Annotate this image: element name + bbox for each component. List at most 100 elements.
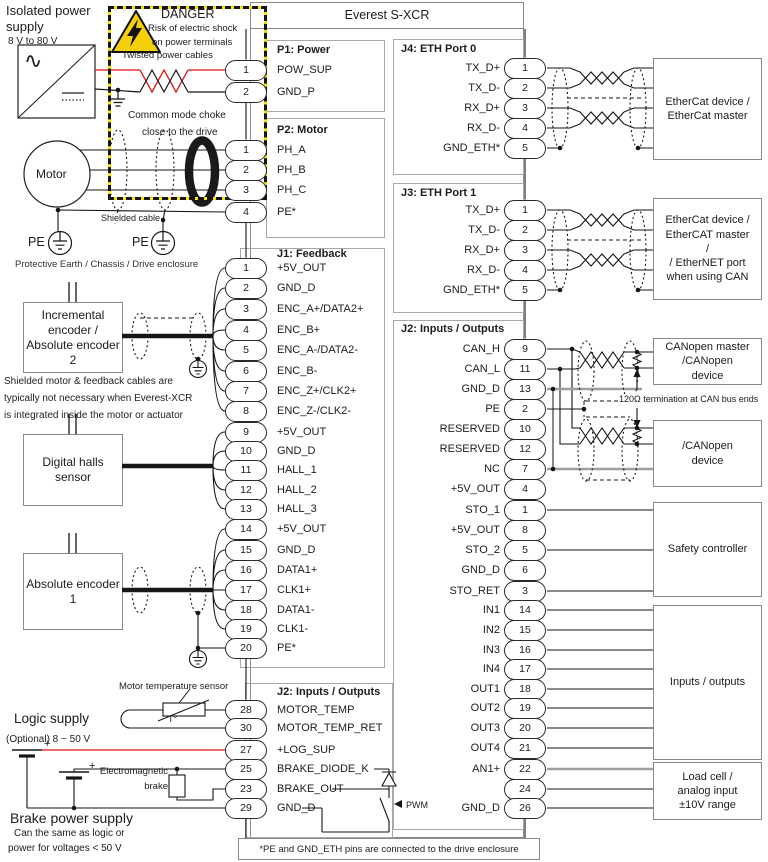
- header-j2-right: J2: Inputs / Outputs: [401, 323, 505, 335]
- absolute-encoder-box: Absolute encoder 1: [23, 553, 123, 630]
- pin-p1-1: 1: [225, 59, 267, 81]
- pin-j4-5: 5: [504, 137, 546, 159]
- pin-label-p1-2: GND_P: [277, 86, 315, 98]
- pin-j1-6: 6: [225, 360, 267, 382]
- danger-line2: on power terminals: [152, 37, 233, 48]
- pin-j2b-30: 30: [225, 717, 267, 739]
- pin-label-j2r-10: RESERVED: [439, 423, 500, 435]
- pin-label-j1-12: HALL_2: [277, 484, 317, 496]
- box-label-line: Safety controller: [667, 543, 748, 556]
- pin-j2r-17: 17: [504, 658, 546, 680]
- pin-label-j2b-29: GND_D: [277, 802, 316, 814]
- pin-j1-10: 10: [225, 440, 267, 462]
- pin-j4-4: 4: [504, 117, 546, 139]
- pin-j1-20: 20: [225, 637, 267, 659]
- pin-label-j2b-28: MOTOR_TEMP: [277, 704, 355, 716]
- pin-label-j3-5: GND_ETH*: [443, 284, 500, 296]
- pin-label-j1-3: ENC_A+/DATA2+: [277, 303, 364, 315]
- pin-p2-4: 4: [225, 201, 267, 223]
- shield-note-2: typically not necessary when Everest-XCR: [4, 393, 193, 404]
- pin-label-j1-20: PE*: [277, 642, 296, 654]
- pin-j2r-8: 8: [504, 519, 546, 541]
- pin-j1-14: 14: [225, 518, 267, 540]
- box-label-line: EtherCat device /: [665, 95, 750, 108]
- pin-label-j1-18: DATA1-: [277, 604, 315, 616]
- inputs-outputs-box: Inputs / outputs: [653, 605, 762, 760]
- can-termination-label: 120Ω termination at CAN bus ends: [618, 394, 760, 404]
- pin-j1-11: 11: [225, 459, 267, 481]
- motor-label: Motor: [36, 167, 67, 181]
- battery-plus-1: +: [44, 738, 51, 750]
- box-label-line: ±10V range: [679, 799, 736, 812]
- header-p2: P2: Motor: [277, 124, 328, 136]
- pin-label-j1-8: ENC_Z-/CLK2-: [277, 405, 351, 417]
- danger-title: DANGER: [161, 7, 215, 21]
- pin-j2r-15: 15: [504, 619, 546, 641]
- pin-label-j2r-18: OUT1: [470, 683, 500, 695]
- pin-j2r-10: 10: [504, 418, 546, 440]
- brake-note-2: power for voltages < 50 V: [8, 843, 122, 854]
- pin-label-j2r-21: OUT4: [470, 742, 500, 754]
- pin-label-p2-2: PH_B: [277, 164, 306, 176]
- pin-j1-18: 18: [225, 599, 267, 621]
- pin-label-j2b-27: +LOG_SUP: [277, 744, 336, 756]
- pin-j1-16: 16: [225, 559, 267, 581]
- pin-j1-19: 19: [225, 618, 267, 640]
- pin-label-j2r-15: IN2: [482, 624, 500, 636]
- pin-label-j1-7: ENC_Z+/CLK2+: [277, 385, 357, 397]
- pin-j3-1: 1: [504, 199, 546, 221]
- pin-label-j1-2: GND_D: [277, 282, 316, 294]
- pin-j1-5: 5: [225, 339, 267, 361]
- pin-label-j4-2: TX_D-: [468, 82, 500, 94]
- pin-j2r-22: 22: [504, 758, 546, 780]
- em-brake-label: Electromagnetic brake: [99, 766, 168, 793]
- pin-p2-3: 3: [225, 179, 267, 201]
- pin-label-p2-1: PH_A: [277, 144, 306, 156]
- pin-p2-2: 2: [225, 159, 267, 181]
- pin-j3-5: 5: [504, 279, 546, 301]
- pin-j2r-16: 16: [504, 639, 546, 661]
- pin-j2r-9: 9: [504, 338, 546, 360]
- battery-plus-2: +: [89, 760, 96, 772]
- brake-supply-label: Brake power supply: [10, 810, 133, 826]
- pin-j2b-25: 25: [225, 758, 267, 780]
- pin-j2r-13: 13: [504, 378, 546, 400]
- pin-j2r-18: 18: [504, 678, 546, 700]
- pin-j2r-14: 14: [504, 599, 546, 621]
- pin-j1-7: 7: [225, 380, 267, 402]
- pin-label-p1-1: POW_SUP: [277, 64, 333, 76]
- safety-controller-box: Safety controller: [653, 502, 762, 597]
- pin-label-j4-1: TX_D+: [465, 62, 500, 74]
- pin-label-j2r-26: GND_D: [461, 802, 500, 814]
- pin-label-j4-4: RX_D-: [466, 122, 500, 134]
- box-label-line: when using CAN: [666, 271, 749, 284]
- box-label-line: analog input: [677, 784, 738, 797]
- pin-label-j2r-14: IN1: [482, 604, 500, 616]
- pin-label-j2b-30: MOTOR_TEMP_RET: [277, 722, 383, 734]
- pin-label-j2r-17: IN4: [482, 663, 500, 675]
- logic-supply-label: Logic supply: [14, 711, 90, 726]
- pin-label-j1-4: ENC_B+: [277, 324, 321, 336]
- pin-j4-1: 1: [504, 57, 546, 79]
- shield-note-3: is integrated inside the motor or actuat…: [4, 410, 183, 421]
- protective-earth-label: Protective Earth / Chassis / Drive enclo…: [15, 259, 199, 270]
- pin-j1-12: 12: [225, 479, 267, 501]
- pin-label-j1-11: HALL_1: [277, 464, 317, 476]
- header-j2-bottom: J2: Inputs / Outputs: [277, 686, 381, 698]
- pin-j2r-1: 1: [504, 499, 546, 521]
- pin-j2r-3: 3: [504, 580, 546, 602]
- pin-j2r-5: 5: [504, 539, 546, 561]
- box-label-line: device: [691, 369, 724, 382]
- pin-label-j2r-5: STO_2: [465, 544, 500, 556]
- pin-j1-3: 3: [225, 298, 267, 320]
- pin-j3-3: 3: [504, 239, 546, 261]
- box-label-line: CANopen master: [665, 341, 750, 354]
- motor-temp-sensor-label: Motor temperature sensor: [119, 681, 229, 692]
- pin-j4-3: 3: [504, 97, 546, 119]
- shielded-cable-label: Shielded cable: [100, 213, 162, 223]
- pin-label-j2r-4: +5V_OUT: [450, 483, 500, 495]
- ethercat-device-box-1: EtherCat device /EtherCAT master// Ether…: [653, 198, 762, 300]
- box-label-line: /CANopen: [682, 440, 733, 453]
